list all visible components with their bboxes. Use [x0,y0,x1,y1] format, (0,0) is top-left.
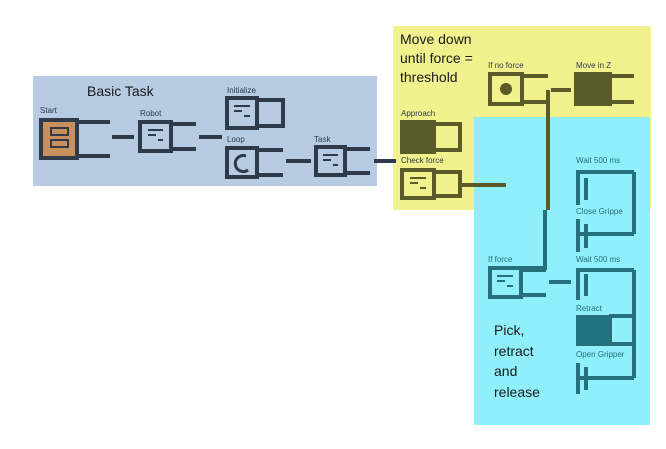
initialize-label: Initialize [227,86,256,95]
task-label: Task [314,135,331,144]
if-force-label: If force [488,255,513,264]
move-down-title-line2: until force = [400,50,473,66]
retract-label: Retract [576,304,603,313]
task-node[interactable] [314,145,370,177]
if-force-node[interactable] [488,266,546,299]
move-in-z-label: Move in Z [576,61,611,70]
retract-node[interactable] [576,315,610,346]
approach-label: Approach [401,109,435,118]
if-no-force-node[interactable] [488,72,548,106]
pick-title-line4: release [494,384,540,400]
wait-500-2-label: Wait 500 ms [576,255,620,264]
start-node[interactable] [39,118,110,160]
pick-title-line2: retract [494,343,534,359]
wait-500-1-node[interactable] [576,170,634,205]
wait-500-2-node[interactable] [576,268,634,300]
move-in-z-node[interactable] [574,72,634,106]
start-label: Start [40,106,58,115]
robot-label: Robot [140,109,162,118]
loop-label: Loop [227,135,245,144]
move-down-title-line1: Move down [400,31,472,47]
loop-bracket [257,98,285,128]
pick-title-line1: Pick, [494,322,524,338]
basic-task-region [33,76,377,186]
check-force-node[interactable] [400,168,462,200]
move-down-title-line3: threshold [400,69,458,85]
robot-node[interactable] [138,120,196,153]
pick-title-line3: and [494,363,517,379]
basic-task-title: Basic Task [87,83,155,99]
close-gripper-node[interactable] [576,219,634,252]
open-gripper-label: Open Gripper [576,350,625,359]
loop-node[interactable] [225,146,283,179]
open-gripper-node[interactable] [576,363,634,394]
if-no-force-label: If no force [488,61,524,70]
sequence-rail [608,172,636,378]
wait-500-1-label: Wait 500 ms [576,156,620,165]
check-force-label: Check force [401,156,444,165]
approach-node[interactable] [400,120,462,154]
close-gripper-label: Close Grippe [576,207,623,216]
